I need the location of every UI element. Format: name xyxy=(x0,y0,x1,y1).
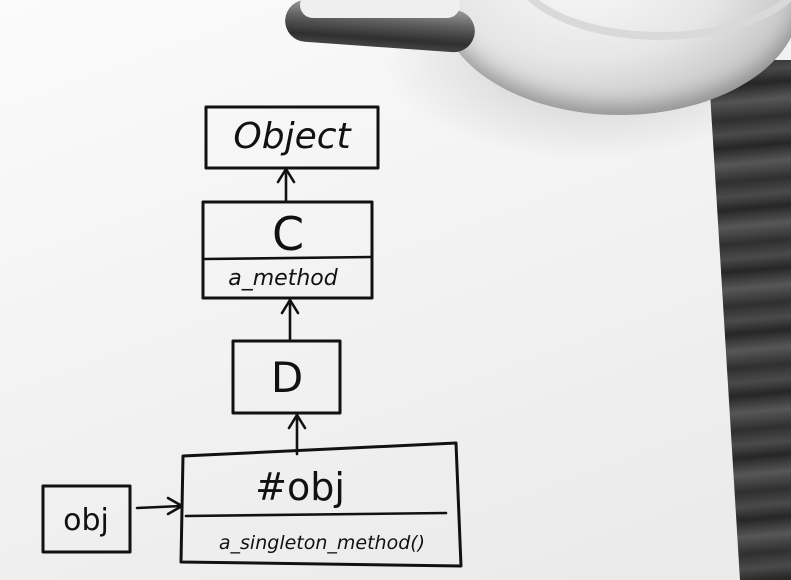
arrow-c-object-head xyxy=(276,167,296,184)
singleton-box-method: a_singleton_method() xyxy=(219,532,425,554)
object-box-title: Object xyxy=(233,116,352,157)
c-box-method: a_method xyxy=(228,266,338,291)
arrow-singleton-d-head xyxy=(287,413,307,430)
d-box-frame xyxy=(231,339,342,415)
singleton-box-title: #obj xyxy=(255,465,345,509)
arrow-d-c-head xyxy=(280,298,300,315)
d-box-title: D xyxy=(271,353,303,402)
c-box-frame xyxy=(201,200,374,300)
singleton-box-divider xyxy=(184,511,448,518)
object-box-frame xyxy=(204,105,380,170)
c-box-title: C xyxy=(272,207,304,261)
c-class-box: C a_method xyxy=(201,200,374,300)
arrow-obj-singleton-head xyxy=(166,496,184,516)
obj-box-title: obj xyxy=(63,503,109,538)
singleton-box-frame xyxy=(179,441,463,568)
arrow-d-to-c xyxy=(280,298,300,343)
arrow-obj-to-singleton xyxy=(135,496,184,516)
mug-handle-opening xyxy=(300,0,460,18)
object-class-box: Object xyxy=(204,105,380,170)
singleton-class-box: #obj a_singleton_method() xyxy=(179,441,463,568)
arrow-obj-singleton-shaft xyxy=(135,504,183,510)
obj-instance-box: obj xyxy=(41,484,132,554)
obj-box-frame xyxy=(41,484,132,554)
d-class-box: D xyxy=(231,339,342,415)
c-box-divider xyxy=(203,255,374,261)
arrow-c-to-object xyxy=(276,167,296,204)
arrow-singleton-to-d xyxy=(287,413,307,456)
